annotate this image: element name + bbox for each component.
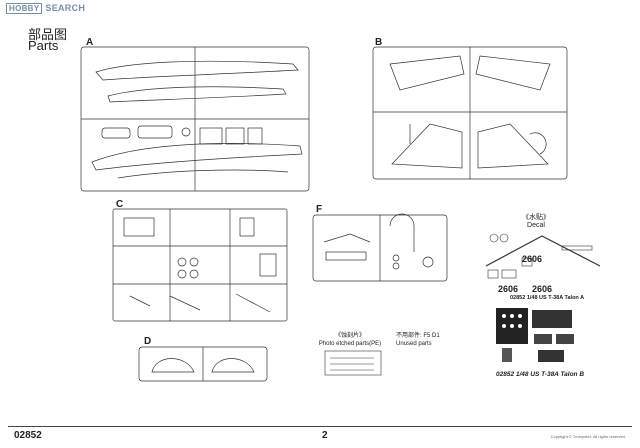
- decal-number-2: 2606: [498, 284, 519, 294]
- decal-label-en: Decal: [527, 222, 545, 229]
- sprue-c-frame: [110, 206, 290, 324]
- unused-parts-cn: 不用部件:: [396, 333, 422, 339]
- page-heading-en: Parts: [28, 38, 59, 53]
- sprue-d-frame: [136, 344, 270, 384]
- sprue-f-letter: F: [316, 204, 323, 215]
- decal-sheet-b: [494, 306, 590, 366]
- unused-parts-en: Unused parts: [396, 340, 432, 347]
- decal-label: 《水贴》 Decal: [516, 212, 556, 229]
- pe-label: 《蚀刻片》 Photo etched parts(PE): [314, 333, 386, 349]
- decal-number-1: 2606: [522, 254, 543, 264]
- pe-fret: [324, 350, 382, 376]
- sprue-d-letter: D: [144, 336, 152, 347]
- watermark-logo: HOBBY: [6, 3, 43, 14]
- sprue-b-letter: B: [375, 37, 383, 48]
- decal-label-cn: 《水贴》: [522, 214, 550, 221]
- sprue-c-letter: C: [116, 199, 124, 210]
- decal-sheet-a: [482, 228, 604, 292]
- footer-product-code: 02852: [14, 430, 42, 441]
- pe-label-cn: 《蚀刻片》: [334, 333, 365, 339]
- pe-label-en: Photo etched parts(PE): [318, 340, 382, 347]
- watermark-text: SEARCH: [45, 3, 86, 13]
- footer-copyright: Copyright © Trumpeter. All rights reserv…: [550, 434, 626, 439]
- sprue-a-letter: A: [86, 37, 94, 48]
- page-heading-cn: 部品图: [28, 27, 68, 42]
- unused-parts-list: F5 D1: [423, 333, 440, 339]
- sprue-a-frame: [78, 44, 312, 194]
- sprue-f-frame: [310, 212, 450, 284]
- footer-divider: [8, 426, 632, 427]
- footer-page-number: 2: [322, 430, 328, 441]
- unused-parts: 不用部件: F5 D1 Unused parts: [396, 333, 440, 349]
- decal-sheet-a-caption: 02852 1/48 US T-38A Talon A: [510, 295, 585, 301]
- decal-sheet-b-caption: 02852 1/48 US T-38A Talon B: [496, 371, 585, 378]
- sprue-b-frame: [370, 44, 570, 182]
- decal-number-3: 2606: [532, 284, 553, 294]
